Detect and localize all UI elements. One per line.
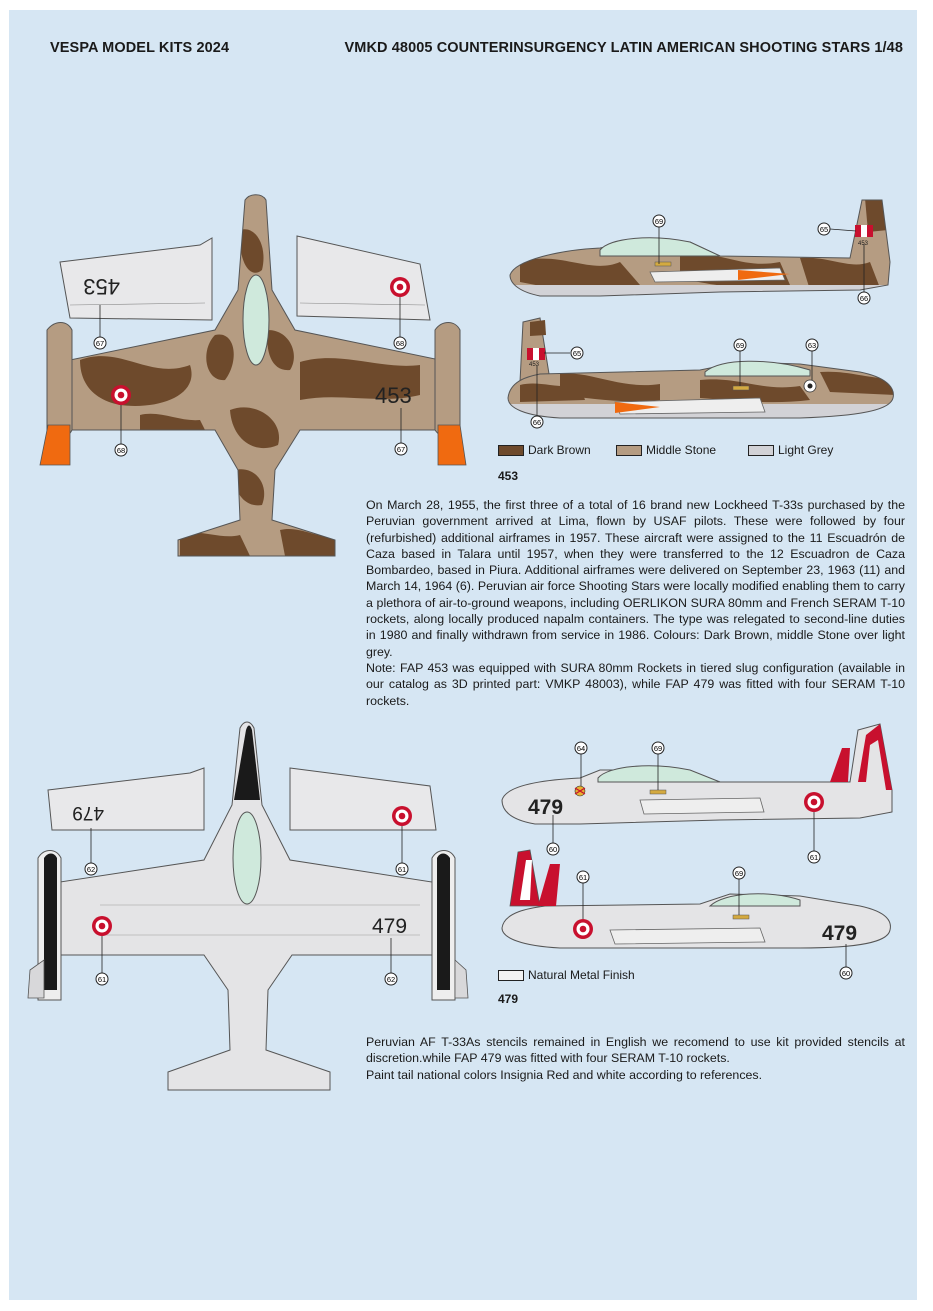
svg-text:62: 62 <box>387 975 395 984</box>
kit-title: VMKD 48005 COUNTERINSURGENCY LATIN AMERI… <box>344 40 903 56</box>
legend-dark-brown: Dark Brown <box>498 443 591 457</box>
svg-text:65: 65 <box>573 349 581 358</box>
legend-natural-metal: Natural Metal Finish <box>498 968 635 982</box>
swatch-natural-metal <box>498 969 524 981</box>
description-453: On March 28, 1955, the first three of a … <box>366 497 905 709</box>
legend-label: Light Grey <box>778 443 834 457</box>
description-479: Peruvian AF T-33As stencils remained in … <box>366 1034 905 1083</box>
svg-text:61: 61 <box>398 865 406 874</box>
svg-text:453: 453 <box>529 362 540 368</box>
svg-text:66: 66 <box>533 418 541 427</box>
aircraft-479-side-right: 479 <box>501 723 893 825</box>
svg-text:61: 61 <box>810 853 818 862</box>
swatch-light-grey <box>748 444 774 456</box>
callouts-453-side-a: 69 65 66 <box>652 214 871 305</box>
legend-label: Dark Brown <box>528 443 591 457</box>
svg-text:60: 60 <box>842 969 850 978</box>
svg-text:69: 69 <box>655 217 663 226</box>
upper-serial-479: 479 <box>372 915 407 938</box>
legend-middle-stone: Middle Stone <box>616 443 716 457</box>
legend-label: Natural Metal Finish <box>528 968 635 982</box>
legend-light-grey: Light Grey <box>748 443 833 457</box>
svg-text:65: 65 <box>820 225 828 234</box>
svg-text:69: 69 <box>735 869 743 878</box>
callouts-479-side-b: 61 69 60 <box>576 866 853 980</box>
scheme-code-479: 479 <box>498 992 519 1006</box>
brand-title: VESPA MODEL KITS 2024 <box>50 40 230 56</box>
wing-serial-mirrored: 453 <box>83 274 120 299</box>
swatch-dark-brown <box>498 444 524 456</box>
svg-text:62: 62 <box>87 865 95 874</box>
aircraft-453-top-view: 453 453 <box>39 194 467 557</box>
svg-text:64: 64 <box>577 744 585 753</box>
callouts-453-side-b: 65 66 69 63 <box>530 338 819 429</box>
nose-serial-479-b: 479 <box>822 922 857 945</box>
svg-text:68: 68 <box>117 446 125 455</box>
svg-text:67: 67 <box>96 339 104 348</box>
callouts-453-top: 67 68 68 67 <box>93 297 408 457</box>
svg-text:69: 69 <box>736 341 744 350</box>
svg-text:453: 453 <box>858 241 869 247</box>
stencil-paragraph: Peruvian AF T-33As stencils remained in … <box>366 1035 905 1066</box>
note-paragraph: Note: FAP 453 was equipped with SURA 80m… <box>366 660 905 708</box>
nose-serial-479-a: 479 <box>528 796 563 819</box>
svg-text:67: 67 <box>397 445 405 454</box>
svg-text:63: 63 <box>808 341 816 350</box>
aircraft-453-side-right: 453 <box>509 199 891 297</box>
svg-text:60: 60 <box>549 845 557 854</box>
svg-text:66: 66 <box>860 294 868 303</box>
aircraft-479-top-view: 479 479 <box>27 721 469 1091</box>
wing-serial-mirrored-479: 479 <box>72 802 104 823</box>
callouts-479-side-a: 64 69 60 61 <box>546 741 821 864</box>
aircraft-479-side-left: 479 <box>501 849 891 949</box>
tail-paragraph: Paint tail national colors Insignia Red … <box>366 1067 763 1082</box>
aircraft-453-side-left: 453 <box>507 317 894 419</box>
callouts-479-top: 62 61 61 62 <box>84 826 409 986</box>
history-paragraph: On March 28, 1955, the first three of a … <box>366 498 905 659</box>
instruction-sheet <box>9 10 917 1300</box>
svg-text:68: 68 <box>396 339 404 348</box>
svg-text:61: 61 <box>579 873 587 882</box>
swatch-middle-stone <box>616 444 642 456</box>
svg-text:61: 61 <box>98 975 106 984</box>
upper-serial: 453 <box>375 383 412 408</box>
scheme-code-453: 453 <box>498 469 519 483</box>
legend-label: Middle Stone <box>646 443 717 457</box>
svg-text:69: 69 <box>654 744 662 753</box>
